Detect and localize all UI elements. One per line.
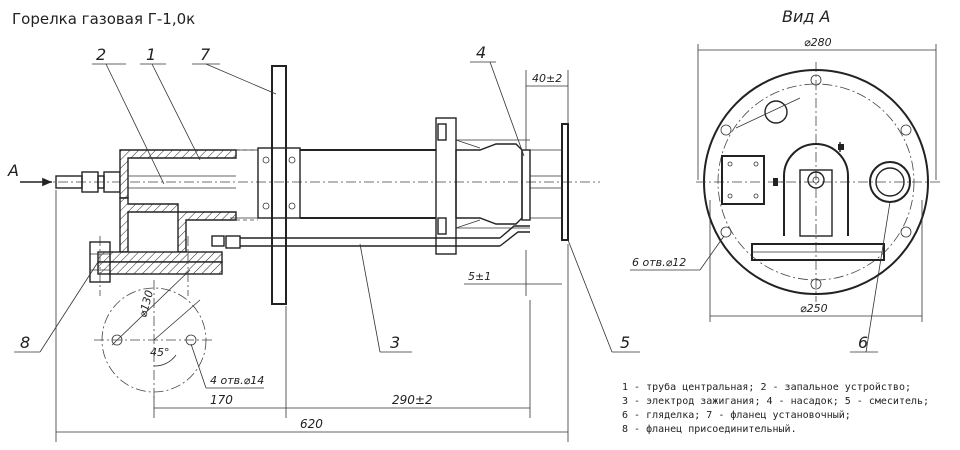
flange-bolt	[89, 241, 111, 283]
legend-line-2: 3 - электрод зажигания; 4 - насадок; 5 -…	[622, 396, 929, 407]
igniter-body-bottom	[119, 197, 237, 253]
legend-line-4: 8 - фланец присоединительный.	[622, 423, 797, 435]
dim-40: 40±2	[532, 72, 562, 85]
dim-holes-4: 4 отв.⌀14	[210, 374, 264, 387]
legend-line-1: 1 - труба центральная; 2 - запальное уст…	[622, 381, 911, 393]
section-marker-label: А	[7, 161, 19, 180]
view-a-mixer-bracket	[783, 143, 849, 236]
dim-angle-45: 45°	[150, 346, 170, 359]
view-a-label: Вид А	[782, 7, 830, 26]
dim-diameter-250: ⌀250	[800, 302, 828, 315]
callouts: 2 1 7 4 3 5 8	[14, 43, 640, 353]
dim-5: 5±1	[468, 270, 491, 283]
dim-620: 620	[300, 417, 323, 431]
callout-3: 3	[390, 333, 400, 352]
view-a-igniter-box	[721, 155, 765, 205]
callout-1: 1	[146, 45, 156, 64]
legend: 1 - труба центральная; 2 - запальное уст…	[622, 381, 929, 435]
igniter-body-top	[119, 149, 237, 199]
callout-2: 2	[96, 45, 106, 64]
side-view: А	[7, 65, 600, 400]
dim-diameter-130: ⌀130	[136, 289, 156, 319]
dim-290: 290±2	[392, 393, 433, 407]
legend-line-3: 6 - гляделка; 7 - фланец установочный;	[622, 409, 851, 421]
dim-170: 170	[210, 393, 233, 407]
ignition-electrode	[499, 225, 530, 239]
nozzle	[455, 143, 523, 225]
callout-7: 7	[200, 45, 211, 64]
view-a: Вид А ⌀280	[630, 7, 940, 353]
mixer-plate	[561, 123, 569, 241]
drawing-title: Горелка газовая Г-1,0к	[12, 10, 195, 28]
dim-holes-6: 6 отв.⌀12	[632, 256, 686, 269]
connecting-flange	[97, 251, 223, 263]
callout-6: 6	[858, 333, 868, 352]
callout-5: 5	[620, 333, 630, 352]
dim-diameter-280: ⌀280	[804, 36, 832, 49]
callout-4: 4	[476, 43, 486, 62]
mounting-flange	[271, 65, 287, 305]
callout-8: 8	[20, 333, 30, 352]
